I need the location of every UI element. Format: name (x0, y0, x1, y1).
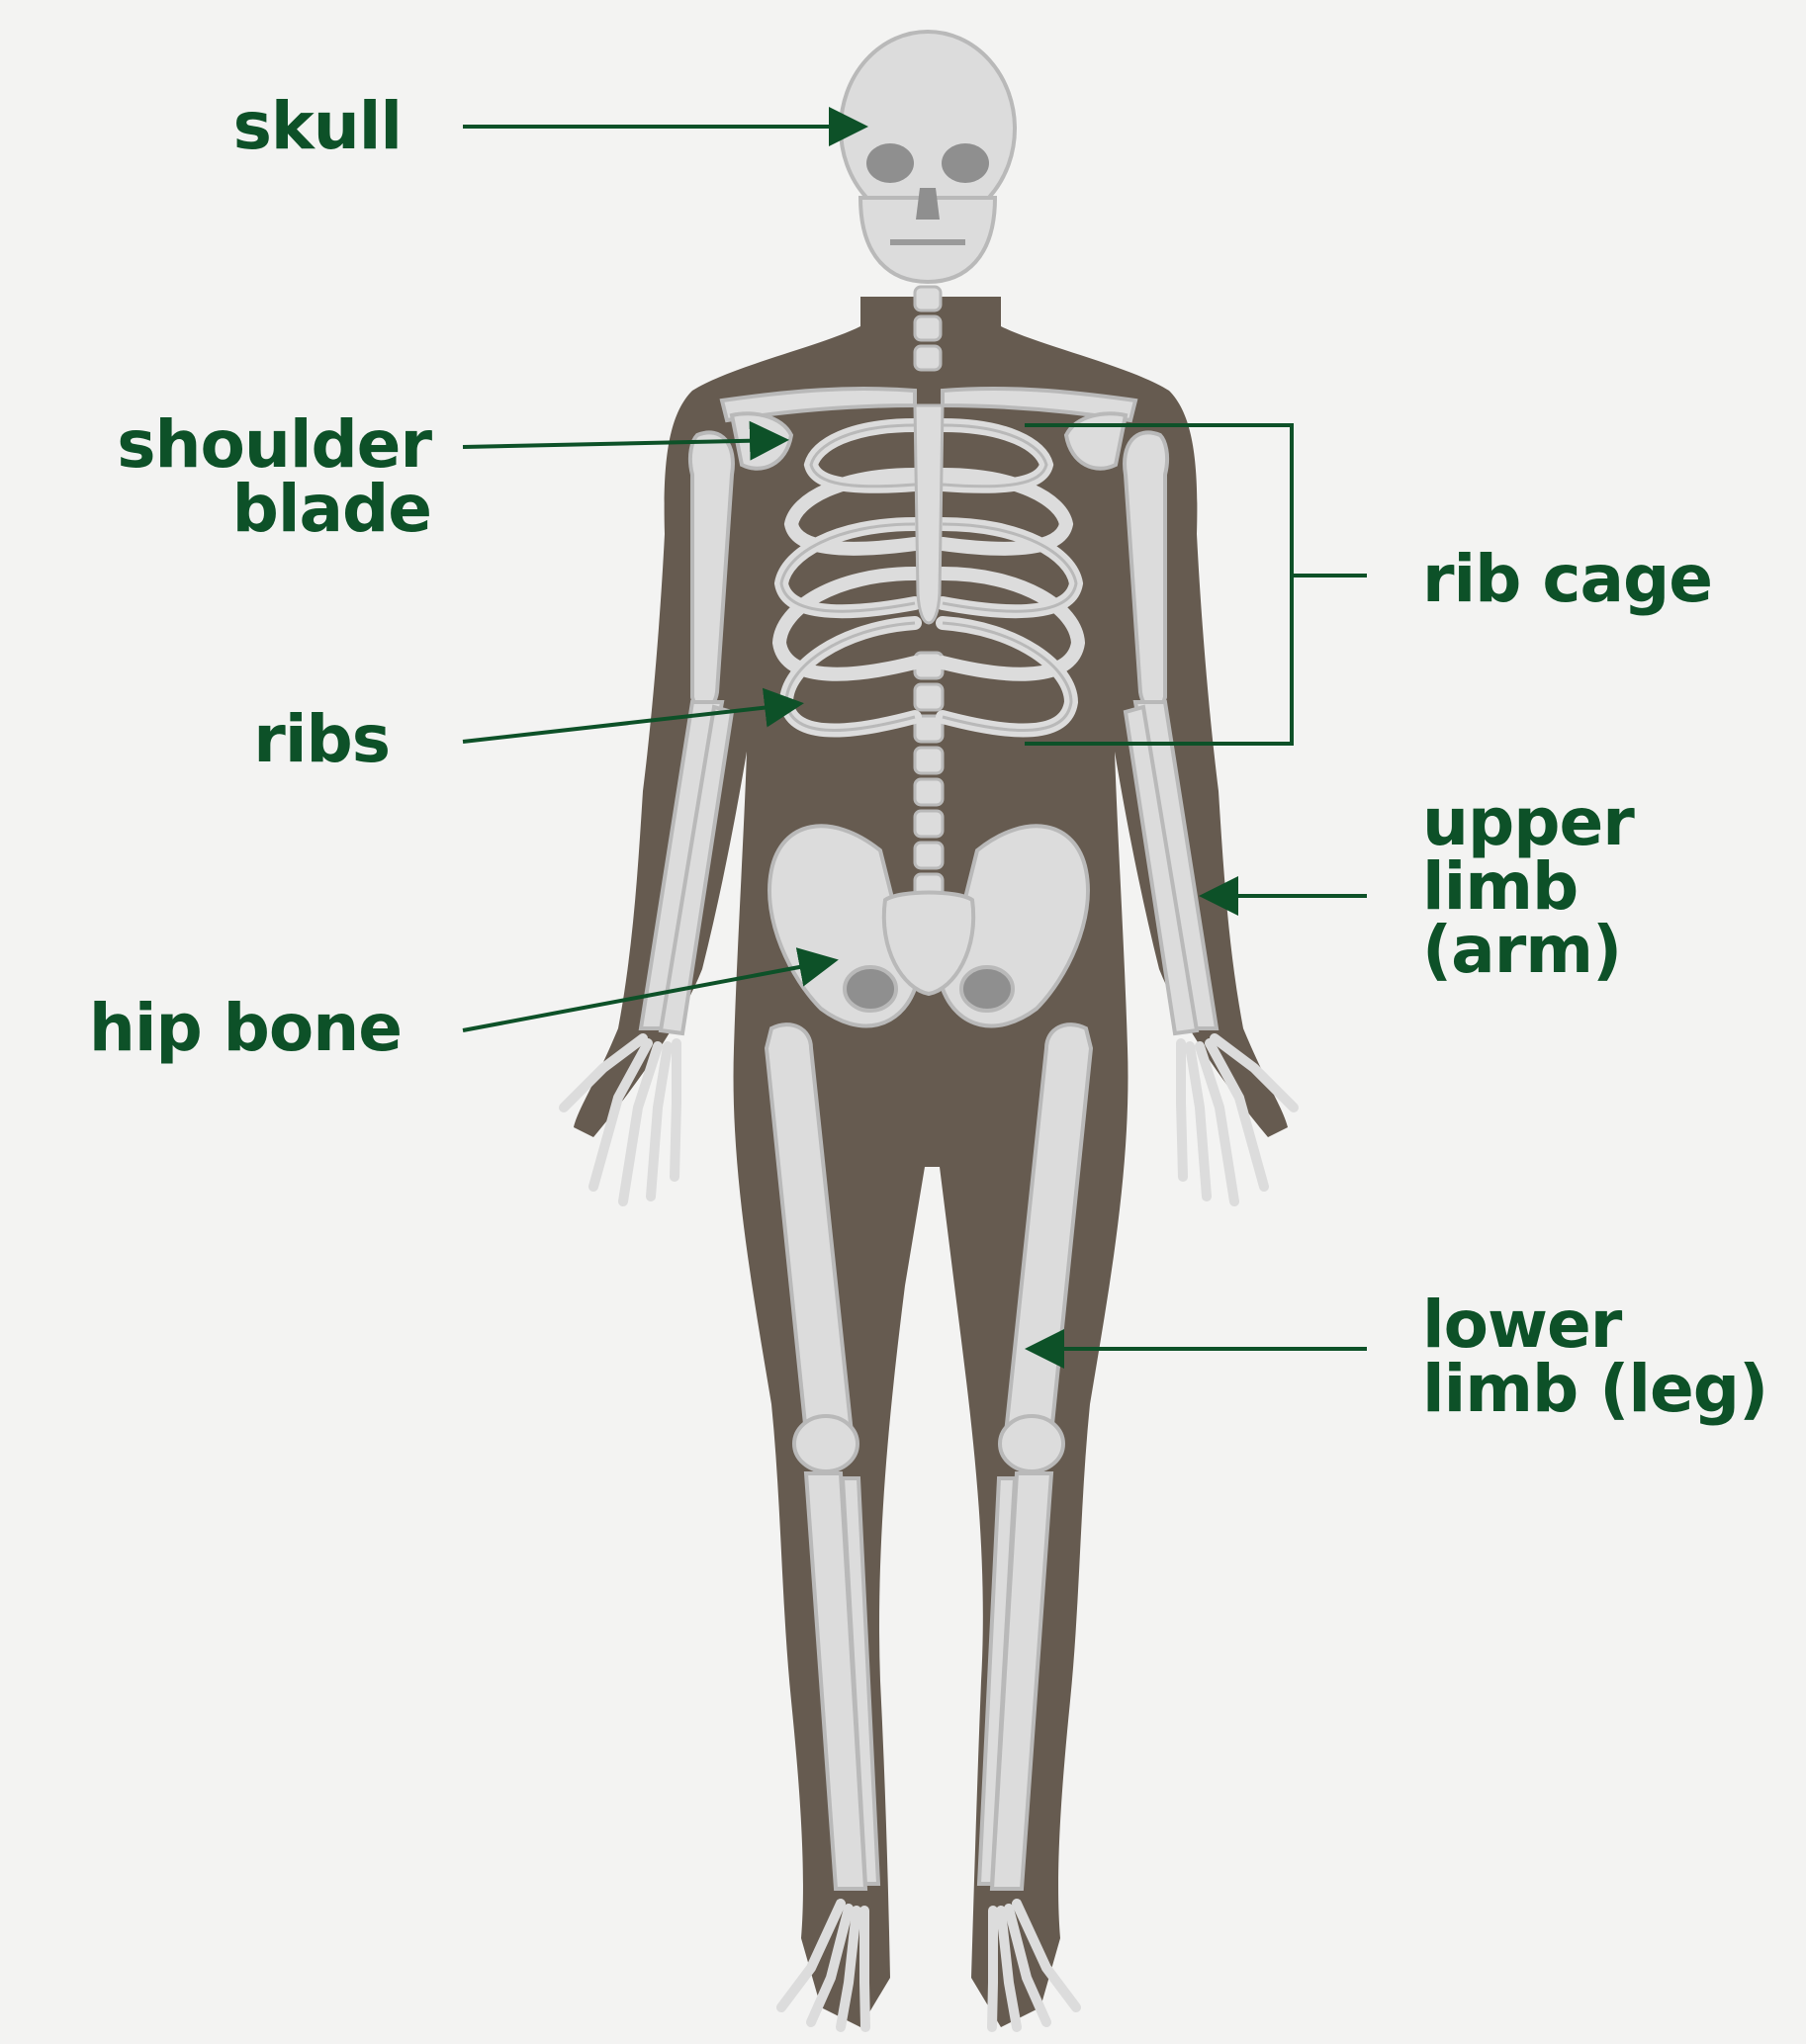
lower-limb-label-line2: limb (leg) (1422, 1358, 1767, 1422)
ribs-label-text: ribs (253, 701, 390, 777)
lower-limb-label: lower limb (leg) (1422, 1293, 1767, 1421)
shoulder-blade-label-line1: shoulder (117, 413, 431, 478)
skull-label-text: skull (233, 88, 402, 164)
rib-cage-label-text: rib cage (1422, 541, 1712, 617)
lower-limb-label-line1: lower (1422, 1293, 1767, 1358)
upper-limb-label: upper limb (arm) (1422, 791, 1634, 983)
upper-limb-label-line3: (arm) (1422, 919, 1634, 983)
rib-cage-label: rib cage (1422, 548, 1712, 612)
ribs-label: ribs (253, 708, 390, 772)
skull-bone (841, 32, 1015, 282)
skull-label: skull (233, 95, 402, 159)
shoulder-blade-label-line2: blade (117, 478, 431, 542)
upper-limb-label-line1: upper (1422, 791, 1634, 855)
sternum (915, 405, 943, 623)
shoulder-blade-label: shoulder blade (117, 413, 431, 541)
upper-limb-label-line2: limb (1422, 855, 1634, 920)
hip-bone-label: hip bone (89, 997, 402, 1061)
hip-bone-label-text: hip bone (89, 990, 402, 1066)
